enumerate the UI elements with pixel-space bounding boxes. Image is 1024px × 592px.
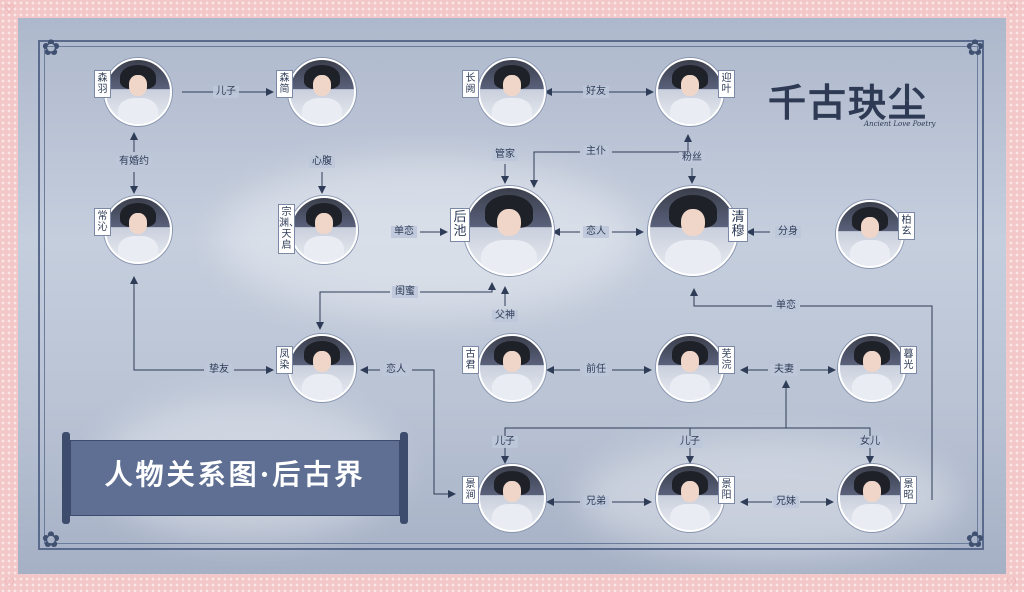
character-name-tag: 森简	[276, 70, 293, 98]
character-portrait	[836, 200, 904, 268]
relation-label: 有婚约	[116, 156, 152, 168]
character-node[interactable]: 森简	[276, 58, 356, 128]
character-name-tag: 清穆	[728, 208, 748, 242]
character-portrait	[290, 196, 358, 264]
character-node[interactable]: 凤染	[276, 334, 356, 404]
character-name-tag: 凤染	[276, 346, 293, 374]
character-node[interactable]: 迎叶	[656, 58, 736, 128]
line-r11a	[316, 291, 390, 330]
relation-label: 夫妻	[771, 364, 797, 376]
relation-label: 主仆	[583, 146, 609, 158]
relation-label: 单恋	[773, 300, 799, 312]
character-portrait	[838, 464, 906, 532]
relation-label: 好友	[583, 86, 609, 98]
character-name-tag: 森羽	[94, 70, 111, 98]
relation-label: 儿子	[492, 436, 518, 448]
character-portrait	[478, 334, 546, 402]
relation-label: 恋人	[383, 364, 409, 376]
scroll-body	[70, 440, 400, 516]
heart-icon: ♡	[1006, 2, 1017, 16]
line-r14a	[130, 276, 204, 371]
character-portrait	[838, 334, 906, 402]
relation-label: 兄妹	[773, 496, 799, 508]
character-portrait	[104, 58, 172, 126]
character-portrait	[104, 196, 172, 264]
relation-label: 女儿	[857, 436, 883, 448]
line-r6b	[612, 134, 692, 153]
banner-title: 人物关系图·后古界	[104, 458, 366, 491]
character-portrait	[656, 464, 724, 532]
character-portrait	[464, 186, 554, 276]
character-name-tag: 常沁	[94, 208, 111, 236]
character-name-tag: 古君	[462, 346, 479, 374]
character-node[interactable]: 长阙	[462, 58, 546, 128]
character-node[interactable]: 景昭	[838, 464, 918, 534]
show-logo: 千古玦尘 Ancient Love Poetry	[768, 72, 968, 132]
character-name-tag: 长阙	[462, 70, 479, 98]
line-r11b	[420, 282, 496, 293]
relation-label: 恋人	[583, 226, 609, 238]
logo-title: 千古玦尘	[768, 80, 929, 125]
title-scroll-banner: 人物关系图·后古界	[62, 432, 408, 524]
relation-label: 单恋	[391, 226, 417, 238]
character-node[interactable]: 清穆	[648, 186, 748, 278]
character-portrait	[656, 58, 724, 126]
line-r15b	[412, 369, 456, 498]
character-name-tag: 宗渊、天启	[278, 204, 299, 254]
character-node[interactable]: 宗渊、天启	[278, 196, 358, 274]
character-name-tag: 芜浣	[718, 346, 735, 374]
scroll-rod	[62, 432, 70, 524]
relation-label: 挚友	[206, 364, 232, 376]
character-name-tag: 景昭	[900, 476, 917, 504]
heart-icon: ♡	[4, 2, 15, 16]
line-r6a	[530, 151, 580, 188]
relation-label: 管家	[492, 149, 518, 161]
flower-corner-icon: ✿	[965, 36, 985, 61]
character-node[interactable]: 芜浣	[656, 334, 736, 404]
character-name-tag: 景阳	[718, 476, 735, 504]
logo-subtitle: Ancient Love Poetry	[864, 120, 936, 128]
relation-label: 儿子	[213, 86, 239, 98]
character-portrait	[478, 58, 546, 126]
character-node[interactable]: 常沁	[94, 196, 172, 266]
character-portrait	[288, 334, 356, 402]
flower-corner-icon: ✿	[41, 36, 61, 61]
flower-corner-icon: ✿	[41, 528, 61, 553]
character-portrait	[288, 58, 356, 126]
character-node[interactable]: 森羽	[94, 58, 172, 128]
heart-icon: ♡	[4, 576, 15, 590]
scroll-rod	[400, 432, 408, 524]
inner-frame	[44, 46, 978, 544]
relation-label: 兄弟	[583, 496, 609, 508]
outer-frame	[38, 40, 984, 550]
character-name-tag: 柏玄	[898, 212, 915, 240]
heart-icon: ♡	[1006, 576, 1017, 590]
character-node[interactable]: 柏玄	[836, 200, 916, 270]
character-node[interactable]: 景涧	[462, 464, 546, 534]
character-node[interactable]: 景阳	[656, 464, 736, 534]
character-name-tag: 迎叶	[718, 70, 735, 98]
relation-label: 粉丝	[679, 152, 705, 164]
relation-label: 分身	[775, 226, 801, 238]
line-r13a	[800, 305, 933, 500]
character-node[interactable]: 古君	[462, 334, 546, 404]
flower-corner-icon: ✿	[965, 528, 985, 553]
relation-label: 心腹	[309, 156, 335, 168]
line-r13b	[690, 288, 772, 307]
character-node[interactable]: 暮光	[838, 334, 918, 404]
relation-label: 父神	[492, 310, 518, 322]
character-node[interactable]: 后池	[450, 186, 554, 278]
relation-label: 闺蜜	[392, 286, 418, 298]
character-name-tag: 景涧	[462, 476, 479, 504]
character-portrait	[648, 186, 738, 276]
character-portrait	[656, 334, 724, 402]
character-name-tag: 后池	[450, 208, 470, 242]
character-name-tag: 暮光	[900, 346, 917, 374]
relation-label: 儿子	[677, 436, 703, 448]
relation-label: 前任	[583, 364, 609, 376]
character-portrait	[478, 464, 546, 532]
